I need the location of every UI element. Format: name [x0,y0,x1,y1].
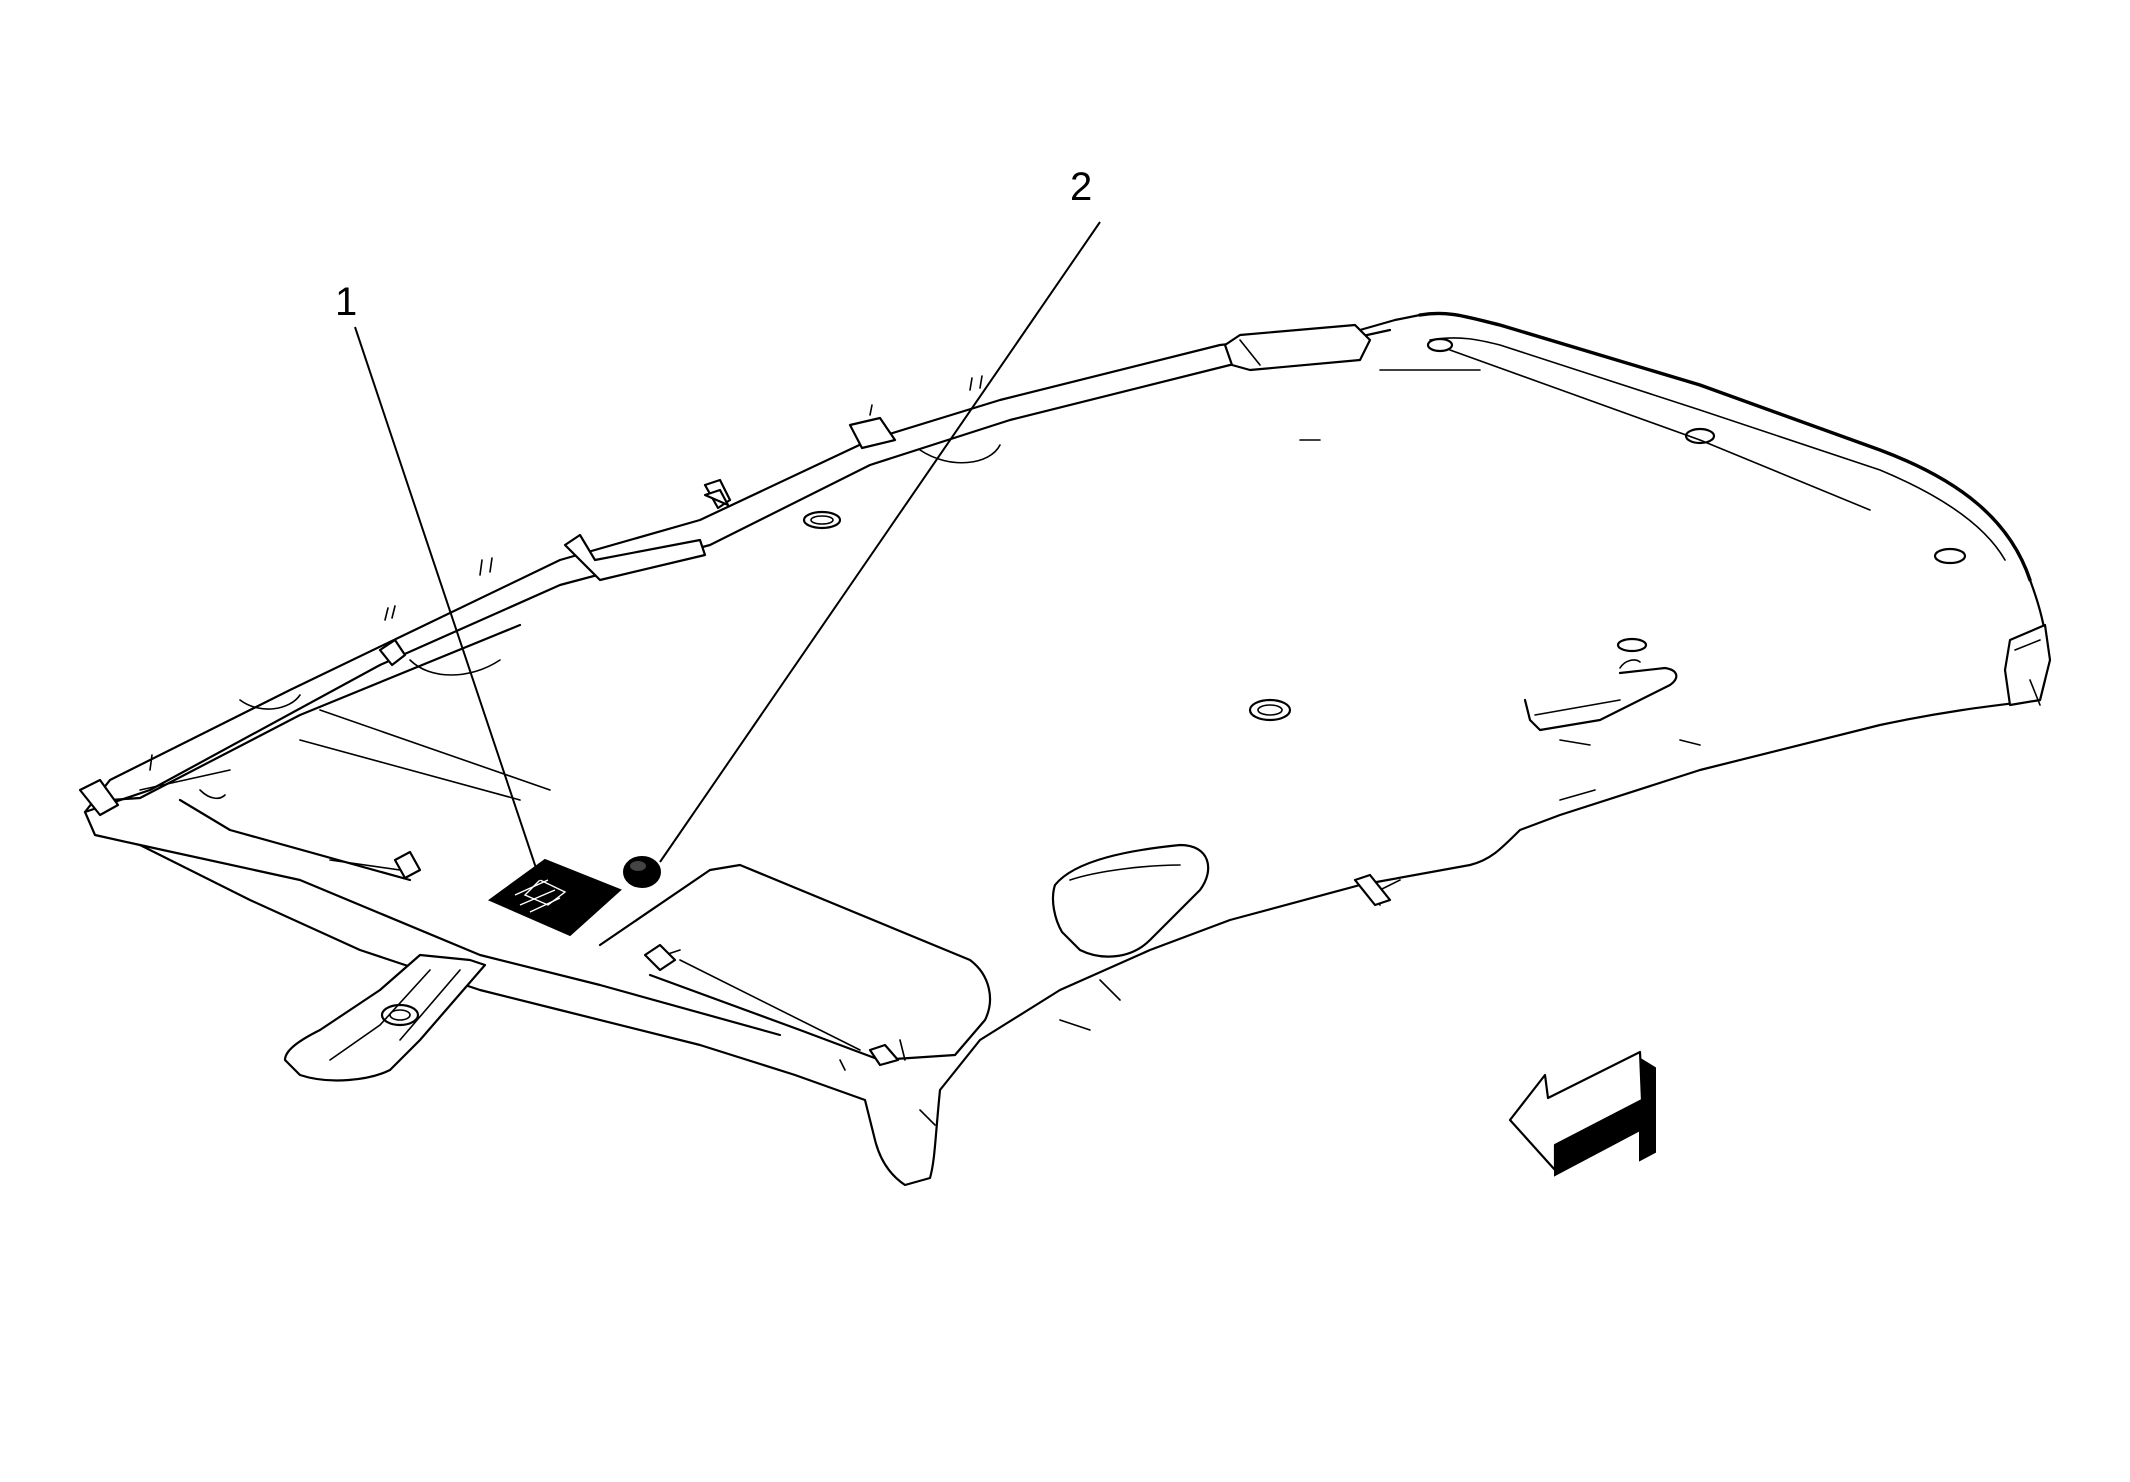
callout-2-leader [659,221,1101,863]
mirror-bracket [283,953,487,1082]
headliner-plug [623,856,661,888]
headliner-panel [78,311,2052,1187]
callout-2-label: 2 [1070,165,1092,209]
front-direction-arrow-icon [1508,1050,1656,1177]
callout-1-label: 1 [335,280,357,324]
callout-1-leader [354,326,541,881]
headliner-label-pad [488,858,622,937]
